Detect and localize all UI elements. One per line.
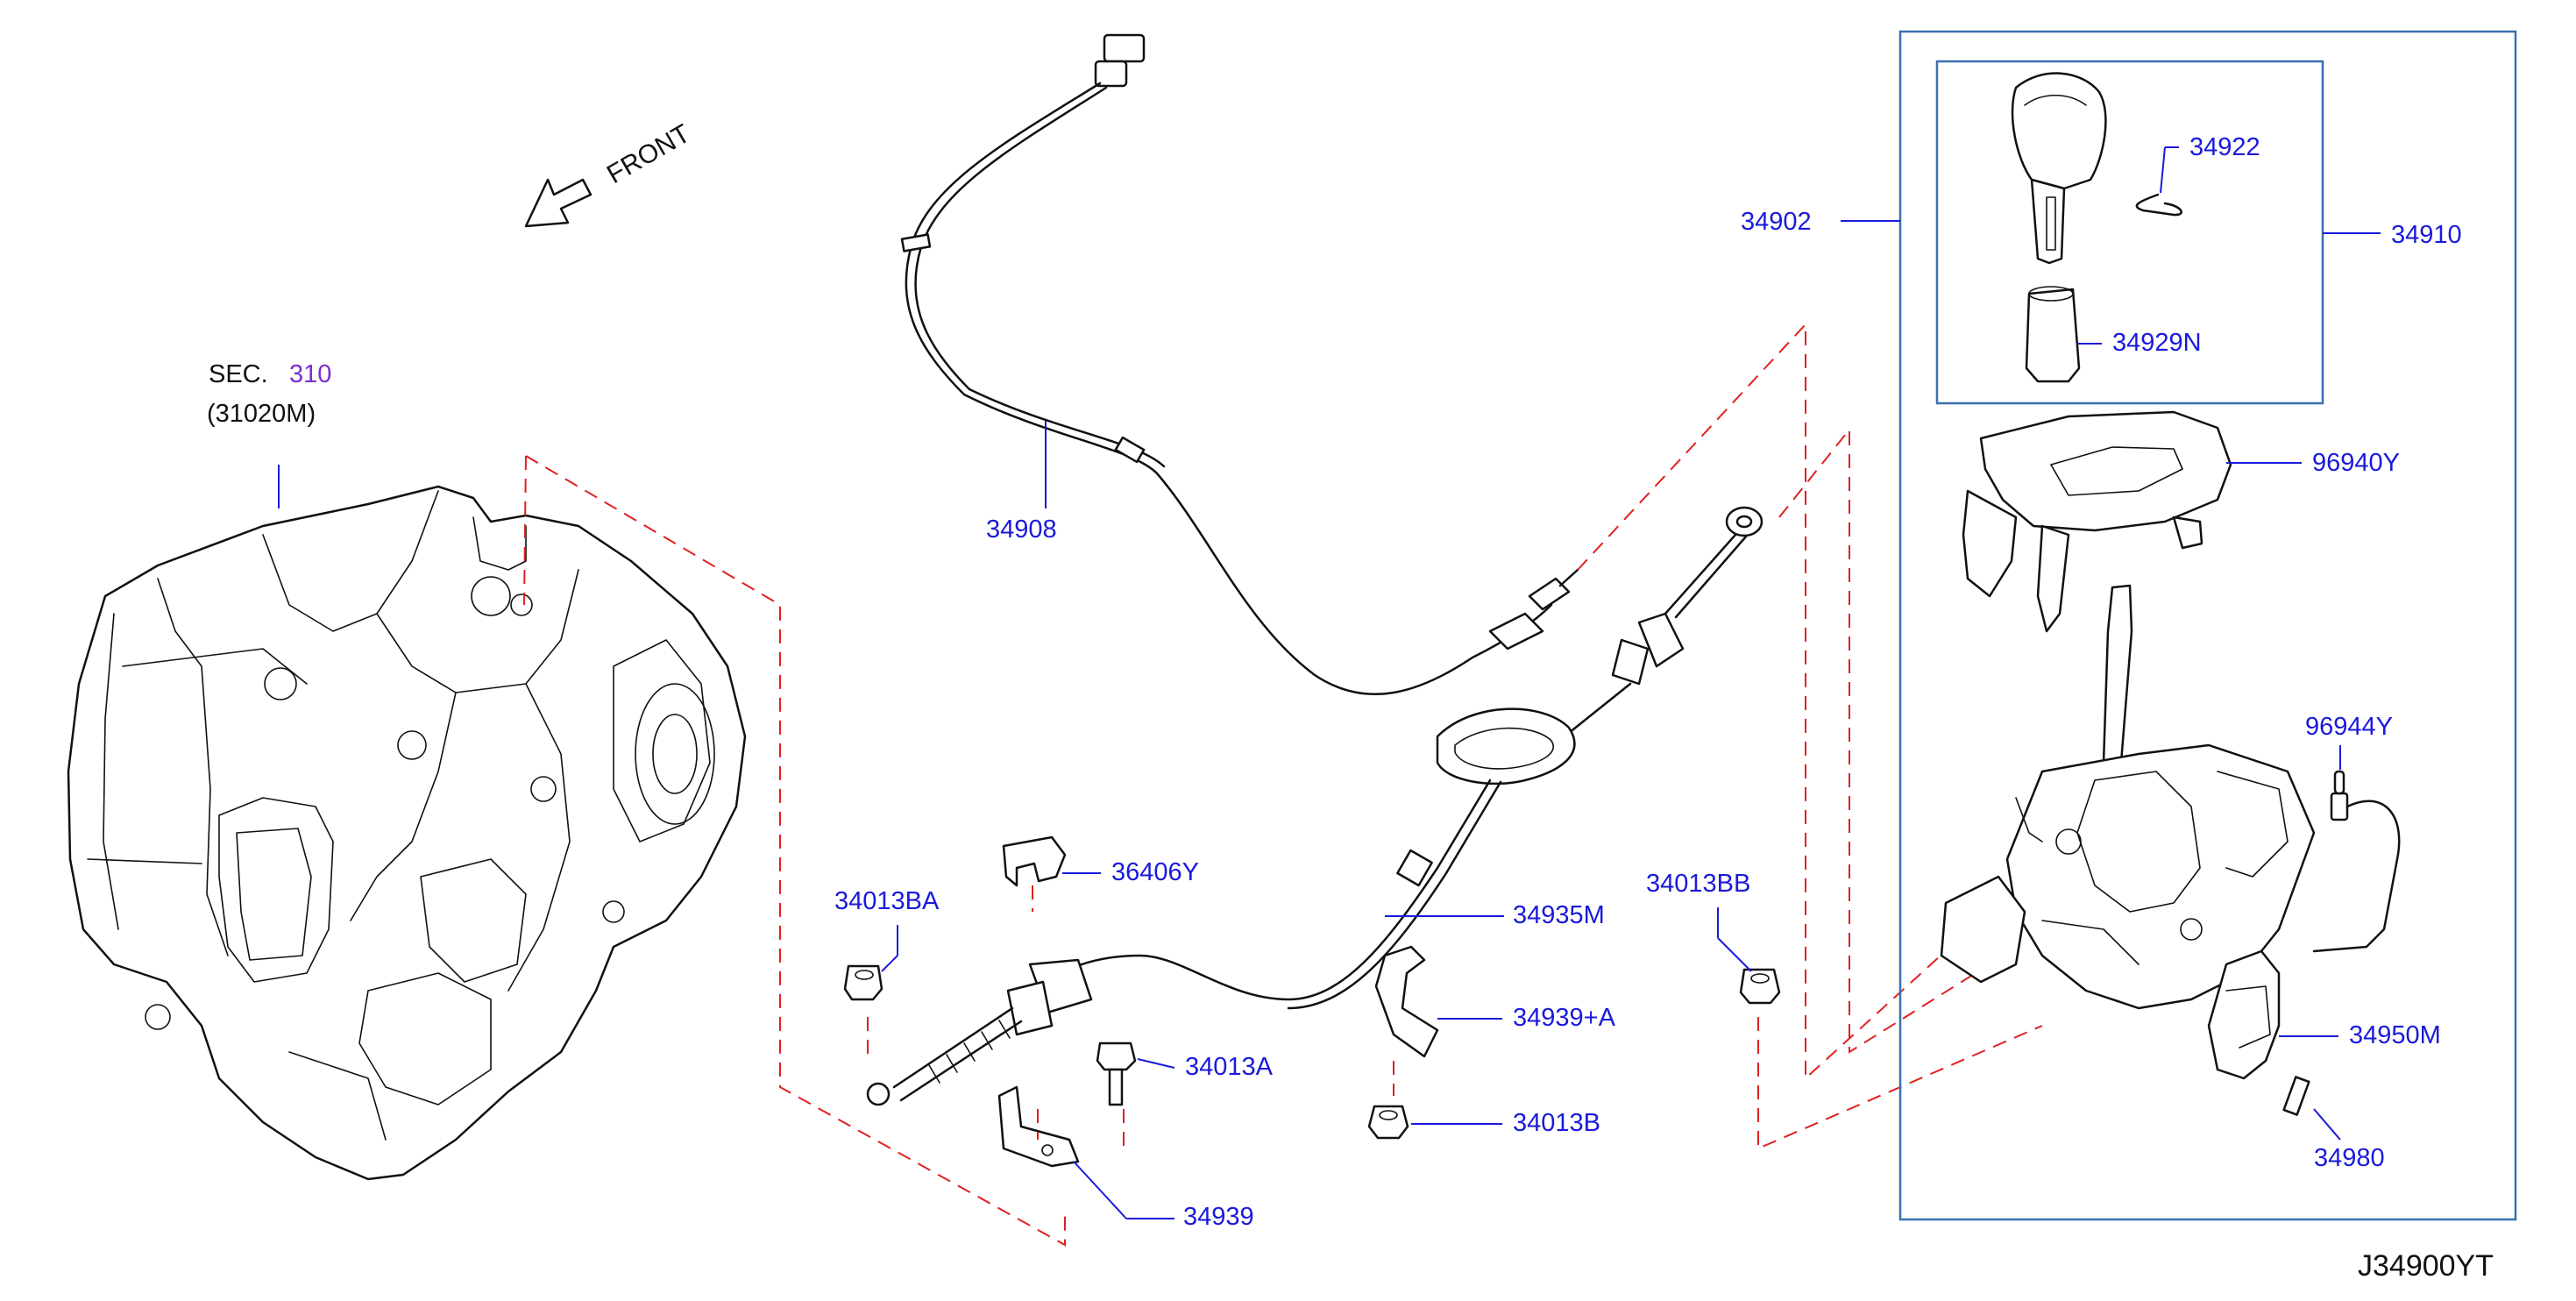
nut-34013BB-drawing (1739, 968, 1781, 1005)
control-cable-drawing (866, 506, 1763, 1106)
clip-34922-drawing (2135, 193, 2182, 217)
bracket-34939A-drawing (1374, 945, 1439, 1058)
assembly-guide-lines (523, 322, 2043, 1247)
label-96940Y[interactable]: 96940Y (2312, 449, 2400, 477)
label-34908[interactable]: 34908 (986, 515, 1057, 544)
nut-34013B-drawing (1367, 1105, 1409, 1140)
solenoid-drawing (2207, 949, 2310, 1116)
knob-sleeve-drawing (2025, 286, 2081, 383)
front-label: FRONT (602, 119, 695, 189)
bracket-34939-drawing (997, 1085, 1080, 1168)
label-36406Y[interactable]: 36406Y (1111, 858, 1199, 886)
label-34939[interactable]: 34939 (1183, 1203, 1254, 1231)
leader-34980 (2313, 1108, 2341, 1141)
indicator-bezel-drawing (1962, 410, 2232, 633)
transmission-assembly-drawing (67, 485, 747, 1181)
label-34922[interactable]: 34922 (2189, 133, 2260, 161)
bolt-34013A-drawing (1096, 1042, 1137, 1106)
label-34902[interactable]: 34902 (1741, 208, 1812, 236)
section-part-ref: (31020M) (207, 400, 316, 428)
section-link[interactable]: 310 (289, 360, 331, 388)
label-34013A[interactable]: 34013A (1185, 1053, 1274, 1081)
label-34013BA[interactable]: 34013BA (834, 887, 940, 915)
label-34013B[interactable]: 34013B (1513, 1109, 1600, 1137)
shift-cable-drawing (900, 33, 1579, 696)
label-34929N[interactable]: 34929N (2112, 329, 2202, 357)
front-arrow-icon (524, 178, 593, 228)
label-34935M[interactable]: 34935M (1513, 901, 1605, 929)
nut-34013BA-drawing (843, 964, 884, 1001)
lock-plate-drawing (1002, 835, 1067, 887)
label-34950M[interactable]: 34950M (2349, 1021, 2441, 1049)
shift-lever-base-drawing (1940, 584, 2316, 1010)
shift-knob-drawing (2011, 72, 2107, 265)
label-34939A[interactable]: 34939+A (1513, 1004, 1616, 1032)
shift-lever-assembly-box (1898, 30, 2517, 1221)
indicator-bulb-drawing (2312, 770, 2401, 953)
label-96944Y[interactable]: 96944Y (2305, 713, 2393, 741)
label-34980[interactable]: 34980 (2314, 1144, 2385, 1172)
section-prefix: SEC. (209, 360, 268, 388)
label-34910[interactable]: 34910 (2391, 221, 2462, 249)
diagram-code: J34900YT (2358, 1249, 2494, 1283)
label-34013BB[interactable]: 34013BB (1646, 870, 1750, 898)
leader-34013A (1137, 1058, 1175, 1069)
